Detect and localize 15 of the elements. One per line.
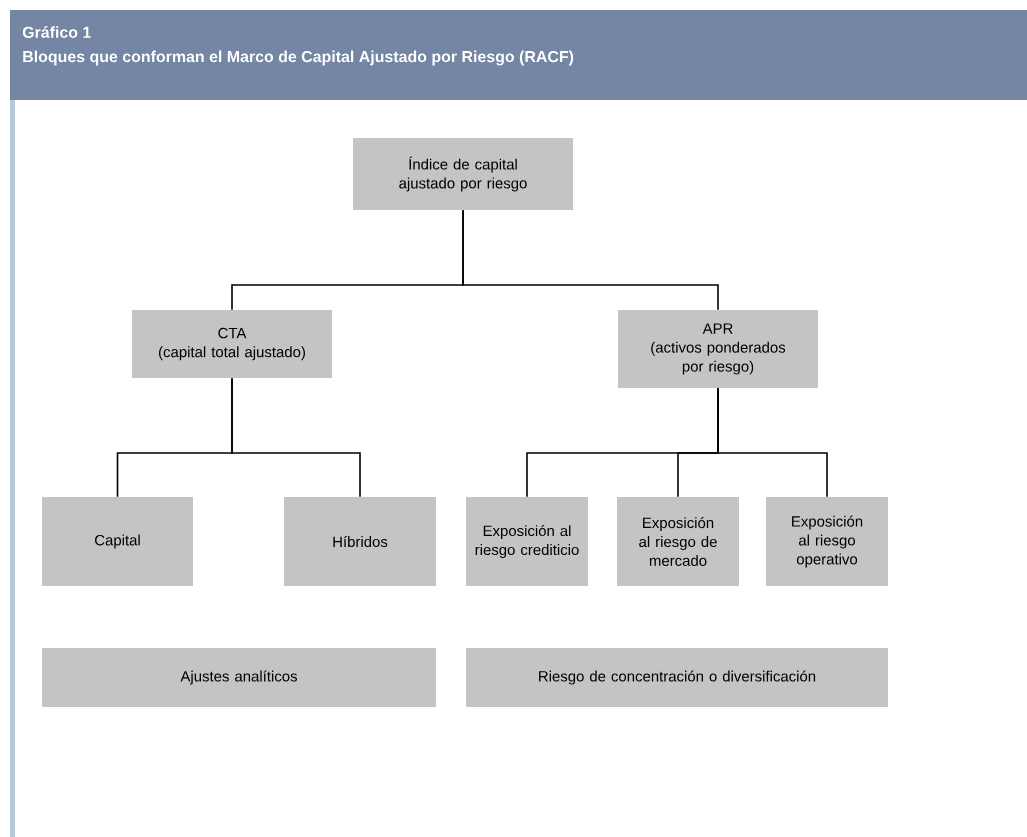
figure-number: Gráfico 1: [22, 26, 91, 38]
box: CTA (capital total ajustado): [132, 310, 332, 378]
connector-line: [231, 377, 361, 498]
box: Capital: [42, 497, 193, 586]
box: Índice de capital ajustado por riesgo: [353, 138, 573, 210]
box: Híbridos: [284, 497, 436, 586]
box: Ajustes analíticos: [42, 648, 436, 707]
box: Exposición al riesgo operativo: [766, 497, 888, 586]
connector-line: [717, 387, 828, 498]
box: Riesgo de concentración o diversificación: [466, 648, 888, 707]
box: APR (activos ponderados por riesgo): [618, 310, 818, 388]
connector-line: [462, 209, 719, 311]
figure-title: Bloques que conforman el Marco de Capital Ajustado por Riesgo (RACF): [23, 50, 574, 66]
box: Exposición al riesgo crediticio: [466, 497, 588, 586]
box: Exposición al riesgo de mercado: [617, 497, 739, 586]
